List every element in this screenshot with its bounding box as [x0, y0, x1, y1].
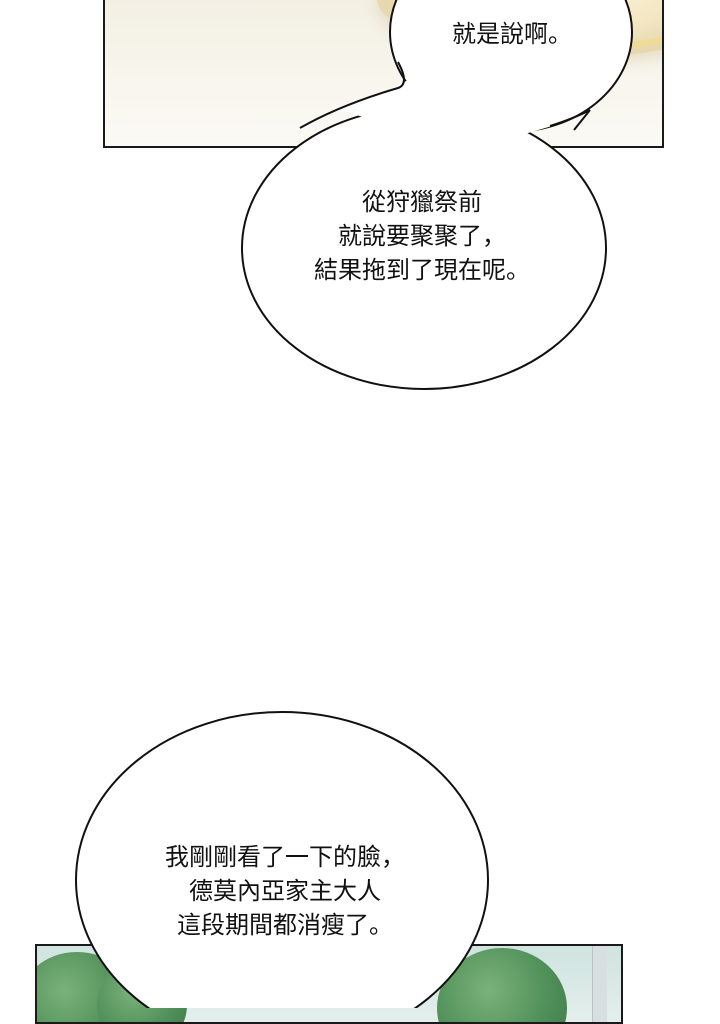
- bubble-3-line-3: 這段期間都消瘦了。: [177, 911, 393, 939]
- speech-bubble-3-text: 我剛剛看了一下的臉， 德莫內亞家主大人 這段期間都消瘦了。: [140, 840, 430, 942]
- speech-bubble-3: [75, 711, 489, 1008]
- bubble-2-line-3: 結果拖到了現在呢。: [314, 256, 530, 284]
- bubble-connector: [340, 78, 580, 150]
- bubble-1-line-1: 就是說啊。: [452, 20, 572, 48]
- bubble-2-line-2: 就說要聚聚了，: [338, 222, 506, 250]
- bubble-connector-outline-left: [299, 61, 405, 129]
- speech-bubble-1-text: 就是說啊。: [430, 17, 594, 51]
- bubble-3-line-1: 我剛剛看了一下的臉，: [165, 843, 405, 871]
- bubble-3-line-2: 德莫內亞家主大人: [189, 877, 381, 905]
- lamp-post: [592, 946, 607, 1022]
- speech-bubble-2-text: 從狩獵祭前 就說要聚聚了， 結果拖到了現在呢。: [290, 185, 554, 287]
- bubble-connector-outline-right: [549, 109, 591, 131]
- bubble-2-line-1: 從狩獵祭前: [362, 188, 482, 216]
